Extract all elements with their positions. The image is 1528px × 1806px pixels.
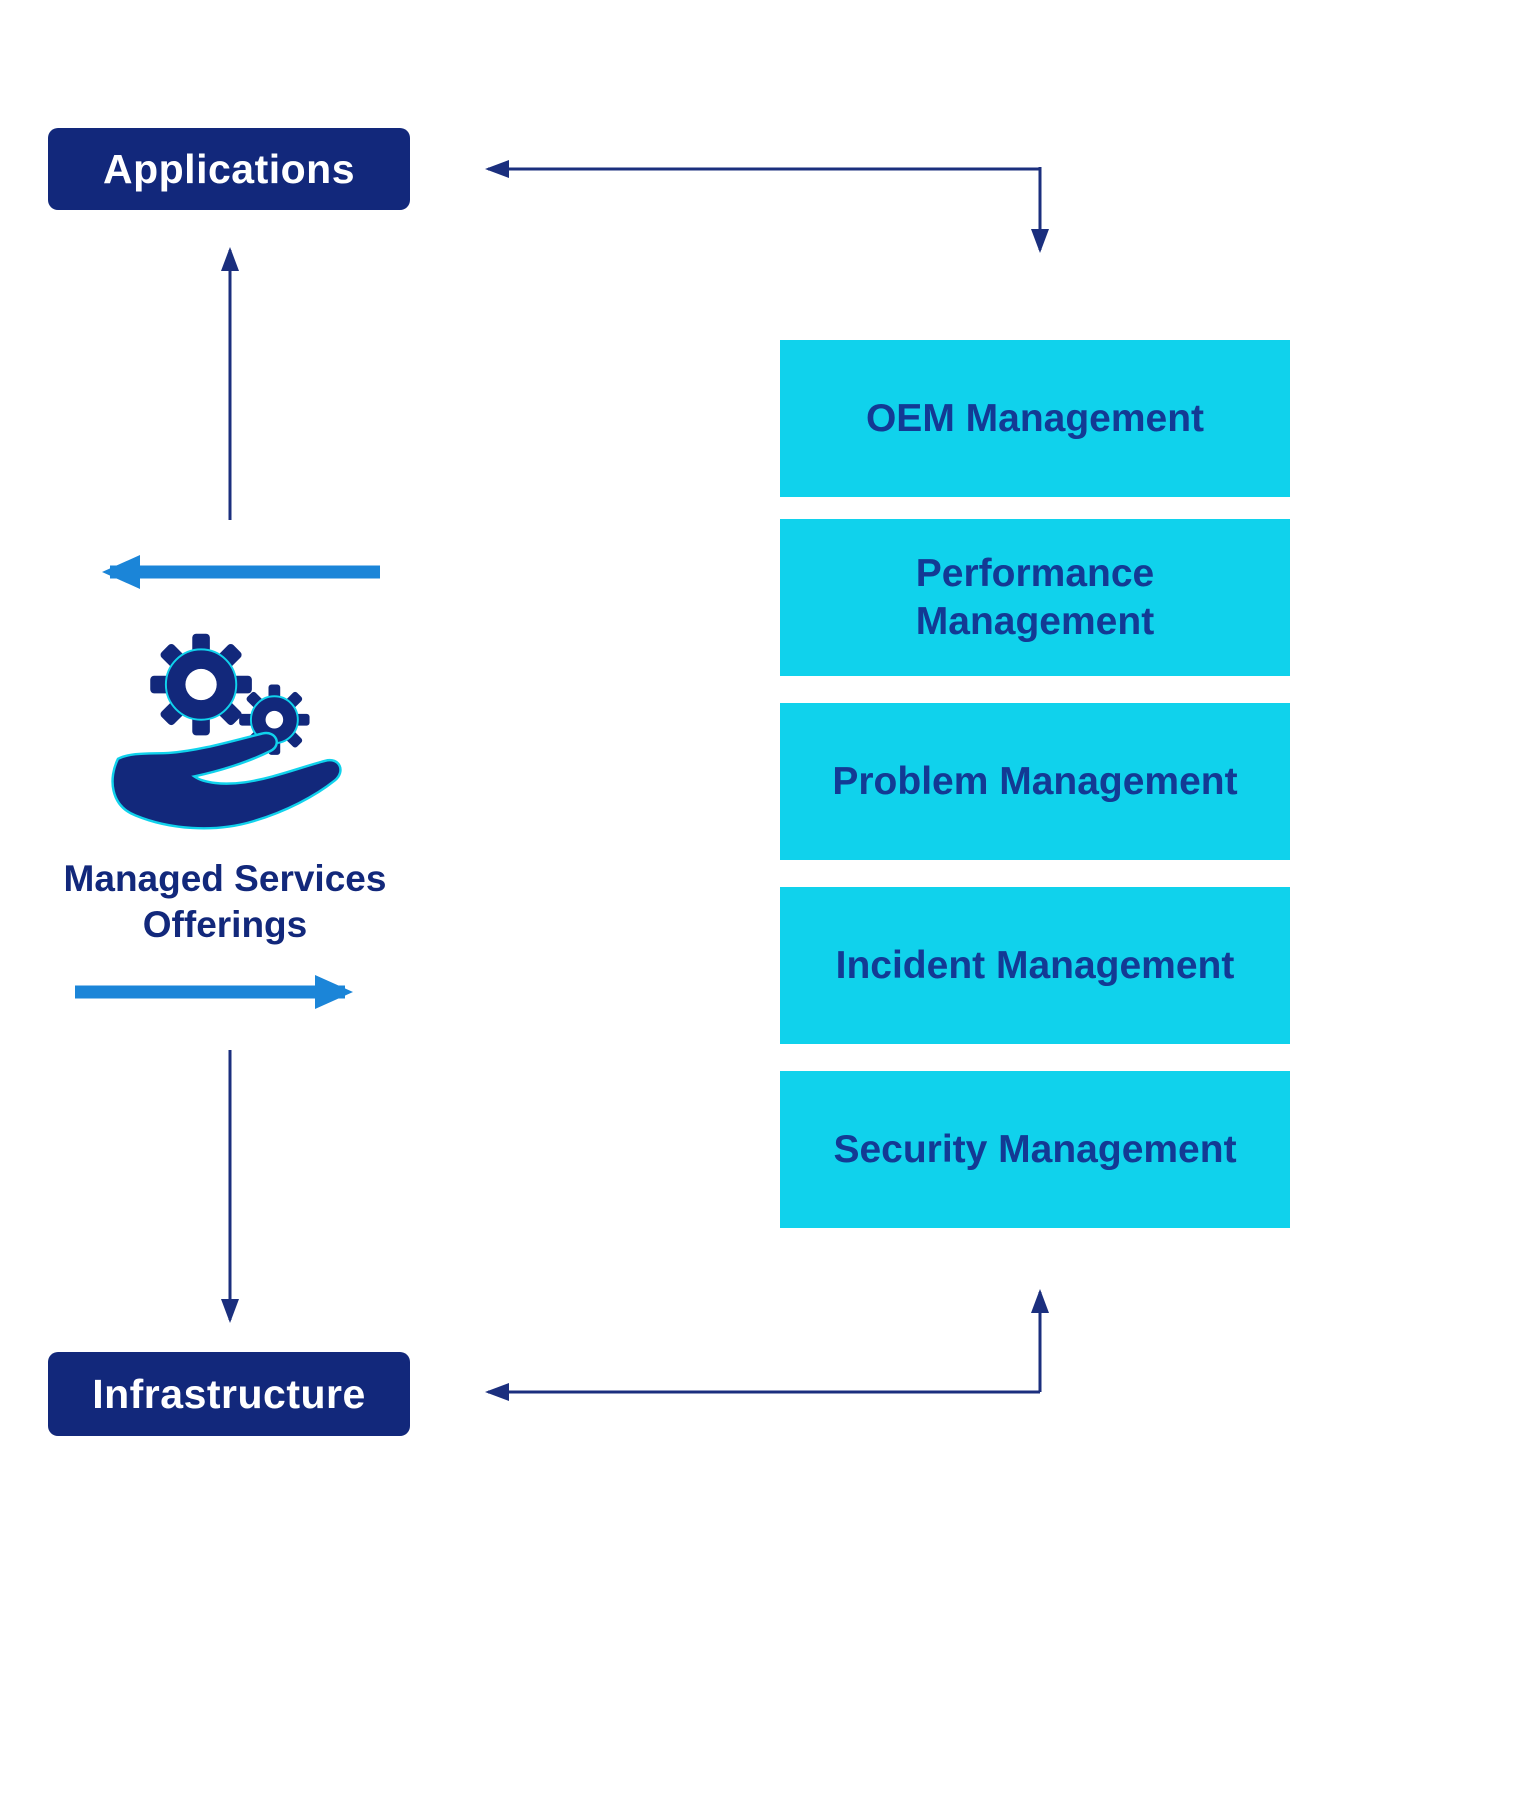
hand-holding-gears-icon bbox=[111, 633, 342, 830]
applications-node: Applications bbox=[48, 128, 410, 210]
service-box-problem-management: Problem Management bbox=[780, 703, 1290, 860]
infrastructure-label: Infrastructure bbox=[92, 1370, 366, 1417]
hand-icon bbox=[111, 731, 342, 830]
service-box-performance-management: Performance Management bbox=[780, 519, 1290, 676]
applications-label: Applications bbox=[102, 145, 356, 192]
managed-services-offerings-label: Managed Services Offerings bbox=[63, 858, 387, 946]
service-box-security-management: Security Management bbox=[780, 1071, 1290, 1228]
small-gear-icon bbox=[239, 684, 310, 755]
service-label: Performance Management bbox=[915, 551, 1155, 643]
service-box-incident-management: Incident Management bbox=[780, 887, 1290, 1044]
service-label: Problem Management bbox=[832, 759, 1238, 803]
large-gear-icon bbox=[150, 633, 252, 736]
service-label: Incident Management bbox=[835, 943, 1235, 987]
infrastructure-node: Infrastructure bbox=[48, 1352, 410, 1436]
service-label: OEM Management bbox=[865, 396, 1205, 440]
service-label: Security Management bbox=[833, 1127, 1237, 1171]
service-box-oem-management: OEM Management bbox=[780, 340, 1290, 497]
